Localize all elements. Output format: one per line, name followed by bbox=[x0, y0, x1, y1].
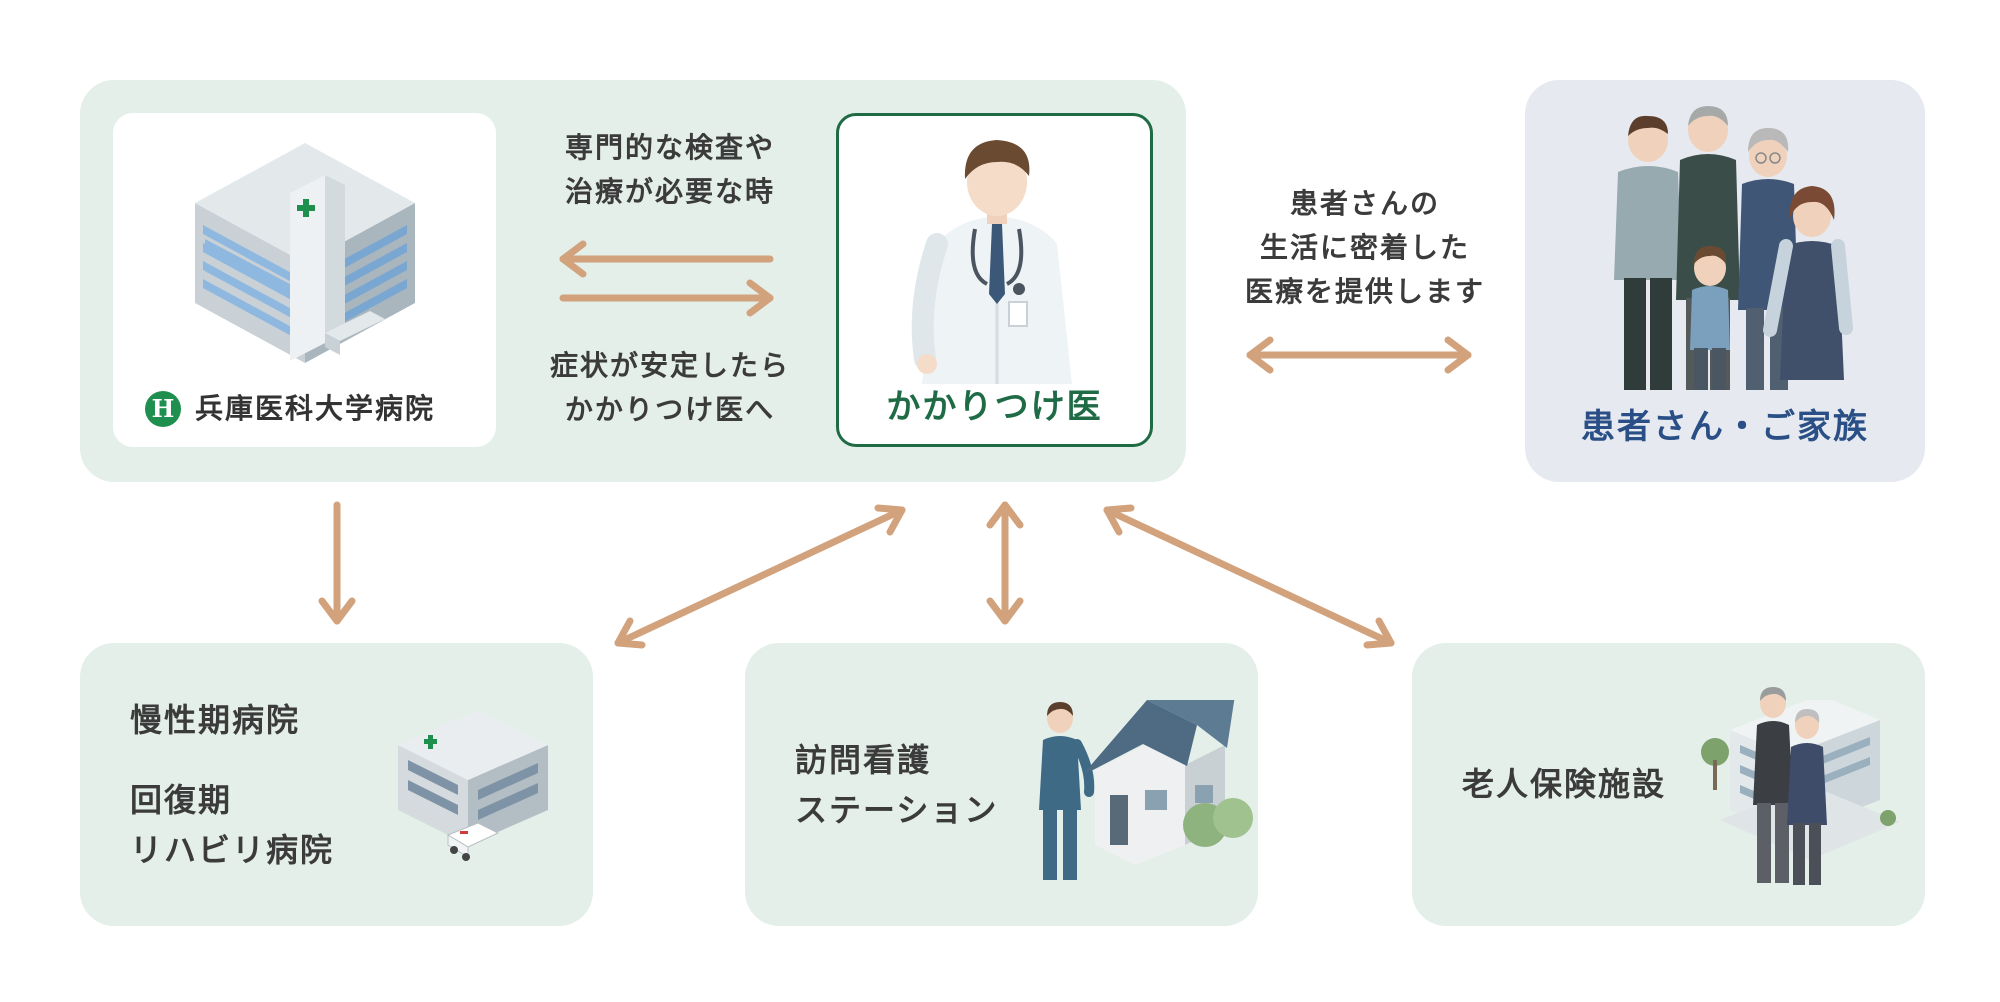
hospital-name: 兵庫医科大学病院 bbox=[195, 392, 436, 425]
referral-to-hospital-line-2: 治療が必要な時 bbox=[564, 175, 775, 208]
hospital-building-icon bbox=[195, 143, 415, 363]
doctor-icon bbox=[911, 140, 1072, 384]
patient-support-line-1: 患者さんの bbox=[1289, 187, 1440, 220]
rehab-line-3: リハビリ病院 bbox=[130, 831, 335, 869]
arrow-hospital-to-rehab bbox=[318, 501, 356, 625]
doctor-label: かかりつけ医 bbox=[886, 387, 1103, 427]
nurse-icon bbox=[1039, 702, 1095, 880]
rehab-line-1: 慢性期病院 bbox=[130, 701, 301, 739]
arrow-doctor-elderly bbox=[1103, 504, 1395, 649]
small-hospital-icon bbox=[398, 710, 548, 861]
patient-support-text: 患者さんの 生活に密着した 医療を提供します bbox=[1220, 182, 1510, 314]
elderly-couple-icon bbox=[1753, 687, 1827, 885]
hospital-logo: H bbox=[145, 391, 181, 427]
arrow-doctor-nursing bbox=[986, 501, 1024, 625]
arrow-doctor-patients bbox=[1246, 336, 1472, 374]
referral-to-hospital-line-1: 専門的な検査や bbox=[564, 131, 775, 164]
patient-support-line-2: 生活に密着した bbox=[1259, 231, 1470, 264]
nursing-line-2: ステーション bbox=[795, 791, 999, 829]
referral-to-hospital-text: 専門的な検査や 治療が必要な時 bbox=[520, 126, 820, 214]
nursing-line-1: 訪問看護 bbox=[795, 741, 932, 779]
patients-label: 患者さん・ご家族 bbox=[1581, 407, 1869, 447]
arrow-to-hospital bbox=[559, 240, 774, 278]
referral-to-doctor-line-2: かかりつけ医へ bbox=[564, 393, 776, 426]
arrow-doctor-rehab bbox=[614, 504, 906, 649]
patient-support-line-3: 医療を提供します bbox=[1244, 275, 1485, 308]
doctor-card: かかりつけ医 bbox=[836, 113, 1153, 447]
elderly-care-label: 老人保険施設 bbox=[1462, 765, 1667, 803]
ambulance-icon bbox=[446, 822, 500, 861]
arrow-to-doctor bbox=[559, 279, 774, 317]
referral-to-doctor-line-1: 症状が安定したら bbox=[549, 349, 790, 382]
referral-to-doctor-text: 症状が安定したら かかりつけ医へ bbox=[520, 344, 820, 432]
house-icon bbox=[1085, 700, 1253, 865]
rehab-line-2: 回復期 bbox=[130, 781, 233, 819]
hospital-logo-letter: H bbox=[151, 394, 175, 423]
hospital-card: H 兵庫医科大学病院 bbox=[113, 113, 496, 447]
family-icon bbox=[1614, 106, 1853, 390]
